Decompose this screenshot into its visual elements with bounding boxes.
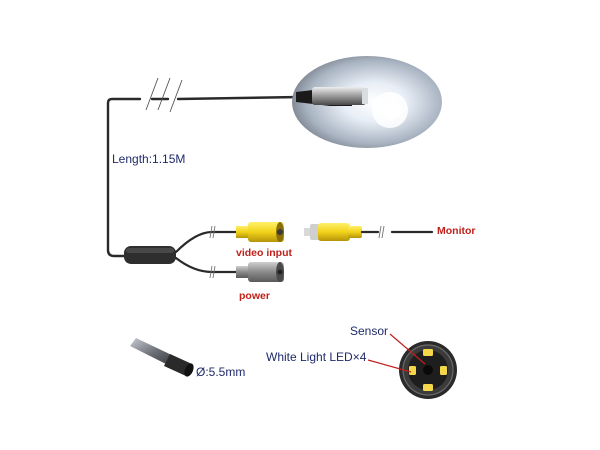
split-cables	[174, 230, 238, 274]
video-input-connector	[236, 222, 284, 242]
sensor-lens	[423, 365, 433, 375]
cable-break-marks	[145, 77, 183, 113]
split-cable-breaks	[209, 225, 216, 279]
led-array	[409, 349, 447, 391]
junction-box	[124, 246, 176, 264]
probe-tip-illustration	[130, 338, 194, 377]
sensor-label: Sensor	[350, 324, 389, 338]
monitor-cable-breaks	[378, 225, 385, 239]
cable-length-label: Length:1.15M	[112, 152, 186, 166]
camera-head-closeup	[292, 56, 442, 148]
power-label: power	[239, 290, 270, 302]
diameter-label: Ø:5.5mm	[196, 365, 246, 379]
video-input-label: video input	[236, 247, 292, 259]
led-label: White Light LED×4	[266, 350, 367, 364]
callout-lines	[367, 333, 426, 373]
monitor-label: Monitor	[437, 225, 476, 237]
power-connector	[236, 262, 284, 282]
monitor-rca-plug	[304, 223, 362, 241]
main-cable	[106, 95, 302, 258]
